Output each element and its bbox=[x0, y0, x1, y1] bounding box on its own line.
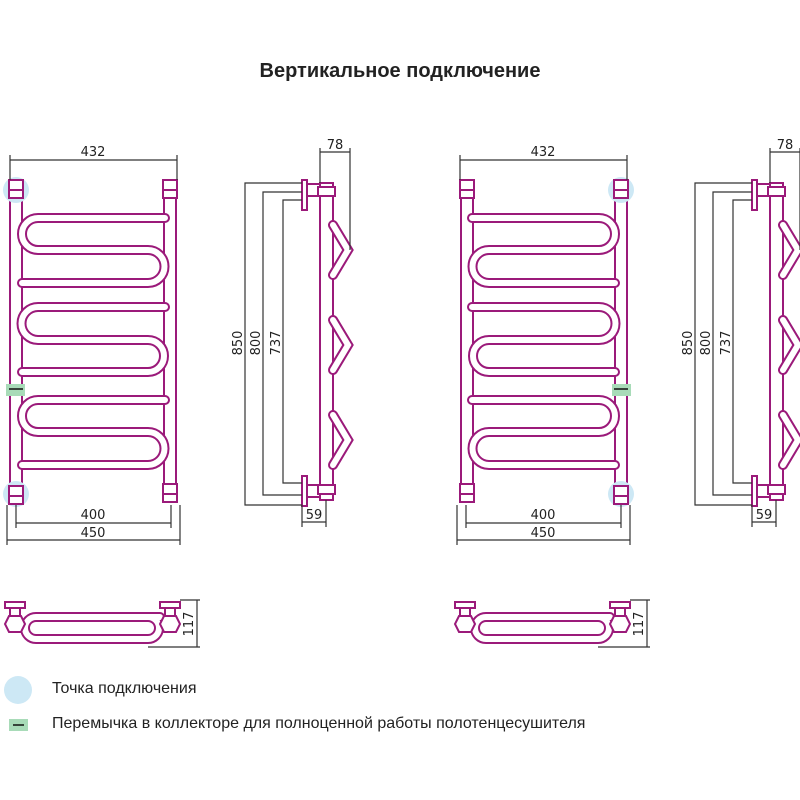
dim-height-total: 850 bbox=[231, 331, 246, 356]
dim-wall-offset: 59 bbox=[756, 508, 773, 523]
dim-top-width: 432 bbox=[531, 145, 556, 160]
dim-height-axis: 800 bbox=[699, 331, 714, 356]
dim-top-view-depth: 117 bbox=[182, 612, 197, 637]
top-view-left bbox=[5, 600, 200, 647]
diagram-title: Вертикальное подключение bbox=[259, 60, 541, 82]
dim-axis-distance: 400 bbox=[531, 508, 556, 523]
dim-height-inner: 737 bbox=[719, 331, 734, 356]
dim-top-width: 432 bbox=[81, 145, 106, 160]
dim-depth: 78 bbox=[327, 138, 344, 153]
legend-connection-point: Точка подключения bbox=[52, 680, 197, 697]
dim-depth: 78 bbox=[777, 138, 794, 153]
front-view-right bbox=[457, 155, 634, 545]
dim-top-view-depth: 117 bbox=[632, 612, 647, 637]
dim-height-inner: 737 bbox=[269, 331, 284, 356]
dim-labels-right: 432 400 450 850 800 737 78 59 117 bbox=[531, 138, 794, 636]
front-view-left bbox=[3, 155, 180, 545]
connection-point-icon bbox=[4, 676, 32, 704]
dim-height-total: 850 bbox=[681, 331, 696, 356]
dim-axis-distance: 400 bbox=[81, 508, 106, 523]
dim-height-axis: 800 bbox=[249, 331, 264, 356]
dim-total-width: 450 bbox=[81, 526, 106, 541]
legend-jumper: Перемычка в коллекторе для полноценной р… bbox=[52, 715, 586, 732]
dim-total-width: 450 bbox=[531, 526, 556, 541]
dim-wall-offset: 59 bbox=[306, 508, 323, 523]
dim-labels-left: 432 400 450 850 800 737 78 59 117 bbox=[81, 138, 344, 636]
top-view-right bbox=[455, 600, 650, 647]
